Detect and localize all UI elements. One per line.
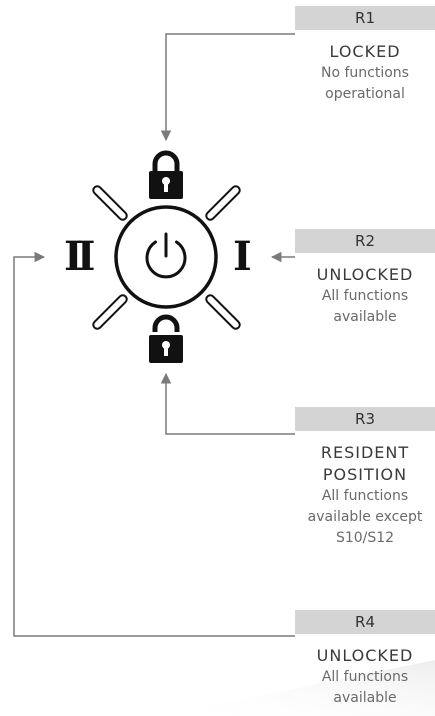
r1-title: LOCKED <box>329 42 401 61</box>
connector-r4 <box>13 251 295 637</box>
connector-r1 <box>160 33 295 142</box>
r4-tag: R4 <box>295 610 435 634</box>
indicator-bar-top-right <box>205 185 241 221</box>
r2-tag: R2 <box>295 229 435 253</box>
mode-one-symbol: I <box>233 233 252 280</box>
r4-desc-line-1: All functions <box>321 669 409 685</box>
power-icon <box>145 232 187 279</box>
indicator-bars <box>92 185 241 330</box>
mode-two-symbol: II <box>64 233 96 280</box>
connector-r3 <box>160 372 295 435</box>
locked-padlock-icon <box>149 150 183 199</box>
r3-tag: R3 <box>295 407 435 431</box>
r3-desc-line-2: available except <box>307 509 423 525</box>
indicator-bar-bottom-right <box>205 294 241 330</box>
r2-desc-line-2: available <box>333 309 397 325</box>
r1-desc-line-2: operational <box>325 86 405 102</box>
indicator-bar-bottom-left <box>92 294 128 330</box>
r1-label: LOCKED No functions operational <box>295 41 435 105</box>
r3-title-line-2: POSITION <box>322 465 408 484</box>
r2-label: UNLOCKED All functions available <box>295 264 435 328</box>
background-shade <box>160 660 435 716</box>
r3-label: RESIDENT POSITION All functions availabl… <box>295 442 435 549</box>
r2-desc-line-1: All functions <box>321 288 409 304</box>
r3-title-line-1: RESIDENT <box>320 443 410 462</box>
r3-desc-line-1: All functions <box>321 488 409 504</box>
r4-title: UNLOCKED <box>316 646 414 665</box>
r4-label: UNLOCKED All functions available <box>295 645 435 709</box>
r3-desc-line-3: S10/S12 <box>335 530 395 546</box>
r1-tag: R1 <box>295 6 435 30</box>
indicator-bar-top-left <box>92 185 128 221</box>
unlocked-padlock-icon <box>149 314 183 363</box>
r1-desc-line-1: No functions <box>321 65 409 81</box>
r2-title: UNLOCKED <box>316 265 414 284</box>
r4-desc-line-2: available <box>333 690 397 706</box>
